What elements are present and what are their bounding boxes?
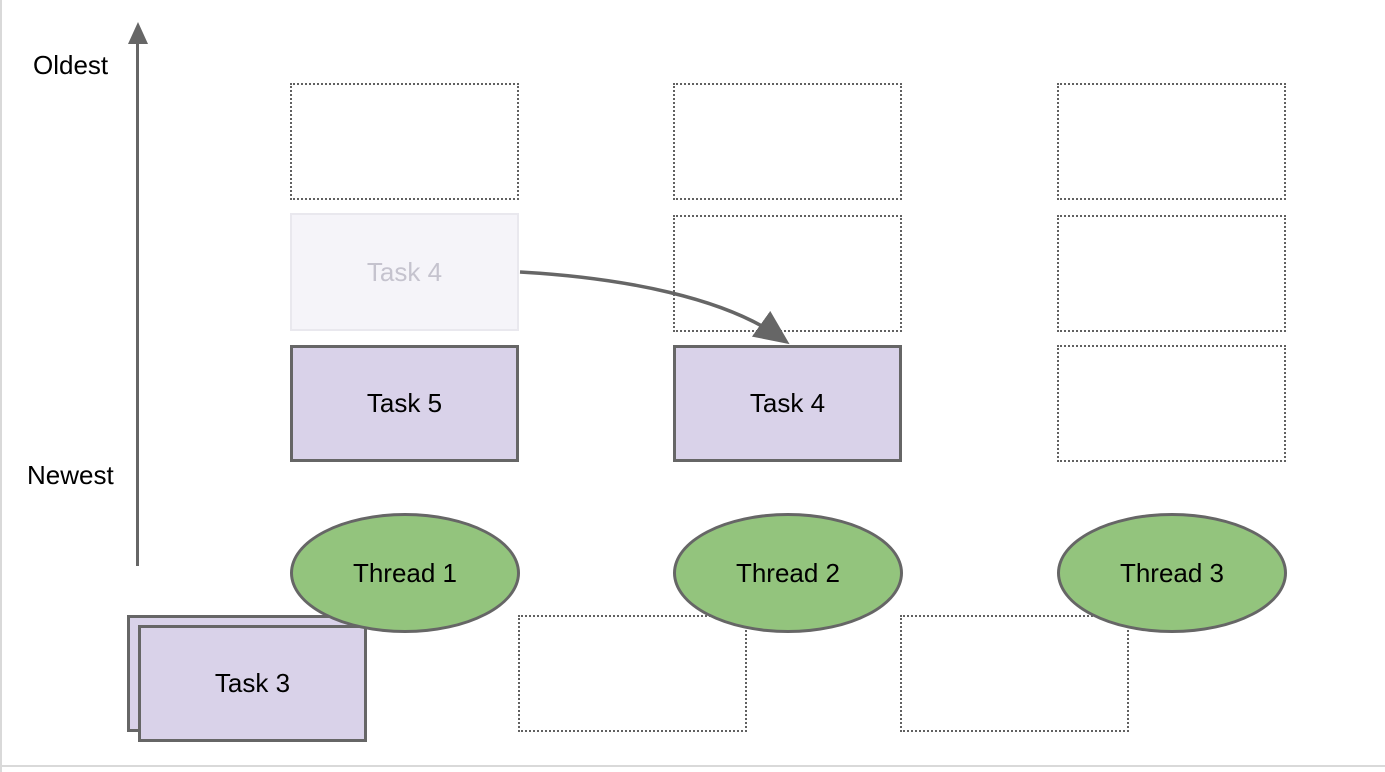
axis-line <box>136 38 139 566</box>
thread-1-ellipse: Thread 1 <box>290 513 520 633</box>
empty-slot-thread3-row2 <box>1057 215 1286 332</box>
thread-3-ellipse: Thread 3 <box>1057 513 1287 633</box>
axis-arrowhead-icon <box>128 22 148 44</box>
empty-slot-bottom-2 <box>900 615 1129 732</box>
empty-slot-thread2-row2 <box>673 215 902 332</box>
axis-label-newest: Newest <box>27 460 114 490</box>
axis-label-oldest: Oldest <box>33 50 109 80</box>
thread-2-ellipse: Thread 2 <box>673 513 903 633</box>
empty-slot-thread1-row1 <box>290 83 519 200</box>
task-stack-front-box: Task 3 <box>138 625 367 742</box>
task-box-thread2-label: Task 4 <box>749 388 826 418</box>
task-box-thread2: Task 4 <box>673 345 902 462</box>
canvas-left-edge <box>0 0 2 772</box>
empty-slot-thread2-row1 <box>673 83 902 200</box>
thread-1-label: Thread 1 <box>352 557 458 588</box>
ghost-task-label: Task 4 <box>366 256 443 287</box>
thread-2-label: Thread 2 <box>735 557 841 588</box>
ghost-task-box: Task 4 <box>290 213 519 331</box>
canvas-bottom-edge <box>0 765 1385 767</box>
thread-3-label: Thread 3 <box>1119 557 1225 588</box>
empty-slot-thread3-row3 <box>1057 345 1286 462</box>
task-stack-label: Task 3 <box>214 668 291 698</box>
task-box-thread1: Task 5 <box>290 345 519 462</box>
empty-slot-bottom-1 <box>518 615 747 732</box>
task-box-thread1-label: Task 5 <box>366 388 443 418</box>
empty-slot-thread3-row1 <box>1057 83 1286 200</box>
